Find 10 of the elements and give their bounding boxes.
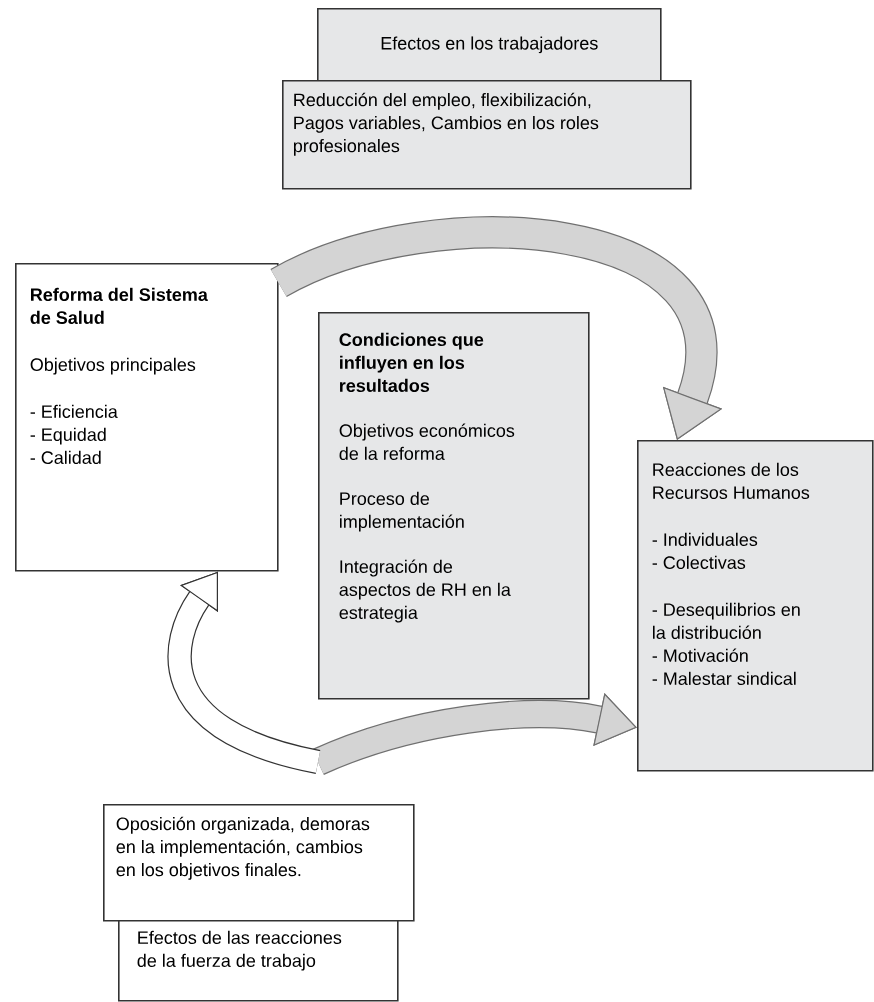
text-box: Reacciones de los Recursos Humanos - Individuales - Colectivas - Desequilibrios en la distribución - Motivación - Malestar sindical	[637, 440, 874, 772]
text-box: Oposición organizada, demoras en la implementación, cambios en los objetivos finales.	[103, 804, 415, 922]
curved-arrow	[271, 216, 723, 440]
text-box: Efectos en los trabajadores	[317, 8, 662, 82]
curved-arrow	[312, 693, 637, 776]
text-box: Reforma del Sistema de Salud Objetivos principales - Eficiencia - Equidad - Calidad	[15, 263, 279, 572]
curved-arrow	[167, 571, 321, 774]
text-box: Efectos de las reacciones de la fuerza de trabajo	[118, 920, 399, 1002]
text-box: Condiciones que influyen en los resultados Objetivos económicos de la reforma Proceso de implementación Integración de aspectos de RH en la estrategia	[318, 312, 590, 700]
text-box: Reducción del empleo, flexibilización, Pagos variables, Cambios en los roles profesionales	[282, 80, 692, 190]
